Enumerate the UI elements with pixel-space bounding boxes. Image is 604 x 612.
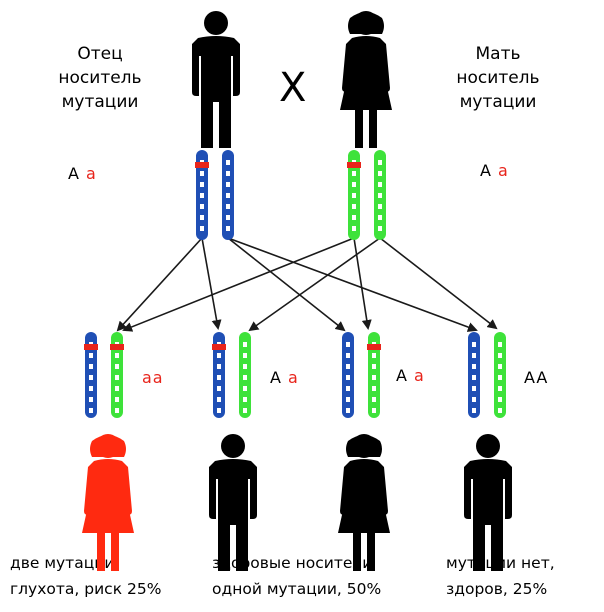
- caption-carriers: здоровые носители одной мутации, 50%: [212, 550, 381, 602]
- mother-label-line1: Мать: [475, 44, 521, 64]
- father-allele-recessive: a: [86, 164, 97, 183]
- mother-allele-dominant: A: [480, 161, 492, 180]
- child4-genotype: AA: [524, 368, 548, 387]
- arrow-mother-child1: [122, 237, 355, 332]
- caption-affected: две мутации, глухота, риск 25%: [10, 550, 161, 602]
- mother-label: Мать носитель мутации: [438, 42, 558, 114]
- child2-chromosome-maternal: [239, 332, 251, 418]
- father-allele-dominant: A: [68, 164, 80, 183]
- father-chromosome-1: [195, 150, 209, 240]
- father-label-line1: Отец: [77, 44, 123, 64]
- cross-symbol: X: [279, 65, 307, 111]
- arrow-father-child4: [227, 237, 478, 332]
- inheritance-arrows: [116, 237, 498, 332]
- mother-chromosome-1-mutation-band: [347, 162, 361, 168]
- mother-allele-recessive: a: [498, 161, 509, 180]
- child4-chromosome-maternal: [494, 332, 506, 418]
- arrow-mother-child3: [353, 237, 372, 330]
- child3-allele-dominant: A: [396, 366, 408, 385]
- child2-allele-dominant: A: [270, 368, 282, 387]
- mother-chromosome-2: [374, 150, 386, 240]
- child4-chromosome-paternal: [468, 332, 480, 418]
- child3-allele-recessive: a: [414, 366, 425, 385]
- arrow-father-child3: [227, 237, 346, 332]
- child3-chromosome-maternal: [367, 332, 381, 418]
- mother-genotype: A a: [480, 161, 509, 180]
- mother-label-line2: носитель: [456, 68, 540, 88]
- arrow-father-child1: [116, 237, 203, 332]
- caption-healthy-line2: здоров, 25%: [446, 580, 548, 598]
- child2-genotype: A a: [270, 368, 299, 387]
- child1-chromosome-maternal-mutation-band: [110, 344, 124, 350]
- child4-figure: [464, 434, 512, 571]
- child3-chromosome-paternal: [342, 332, 354, 418]
- arrow-mother-child4: [379, 237, 498, 330]
- mother-chromosome-1: [347, 150, 361, 240]
- caption-carriers-line1: здоровые носители: [212, 554, 373, 572]
- child1-chromosome-paternal-mutation-band: [84, 344, 98, 350]
- arrow-father-child2: [201, 237, 222, 330]
- caption-affected-line2: глухота, риск 25%: [10, 580, 162, 598]
- mother-figure: [340, 11, 392, 148]
- child3-figure: [338, 434, 390, 571]
- father-figure: [192, 11, 240, 148]
- father-label-line3: мутации: [61, 92, 139, 112]
- child3-chromosome-maternal-mutation-band: [367, 344, 381, 350]
- child1-chromosome-maternal: [110, 332, 124, 418]
- child2-chromosome-paternal-mutation-band: [212, 344, 226, 350]
- father-label-line2: носитель: [58, 68, 142, 88]
- child1-genotype: aa: [142, 368, 164, 387]
- child1-chromosome-paternal: [84, 332, 98, 418]
- child4-allele-dominant: AA: [524, 368, 549, 387]
- child2-chromosome-paternal: [212, 332, 226, 418]
- father-chromosome-2: [222, 150, 234, 240]
- child2-allele-recessive: a: [288, 368, 299, 387]
- mother-label-line3: мутации: [459, 92, 537, 112]
- father-label: Отец носитель мутации: [40, 42, 160, 114]
- child2-figure: [209, 434, 257, 571]
- chromosomes: [84, 150, 506, 418]
- father-genotype: A a: [68, 164, 97, 183]
- father-chromosome-1-mutation-band: [195, 162, 209, 168]
- child1-allele-recessive: aa: [142, 368, 164, 387]
- child3-genotype: A a: [396, 366, 425, 385]
- caption-carriers-line2: одной мутации, 50%: [212, 580, 382, 598]
- child1-figure: [82, 434, 134, 571]
- arrow-mother-child2: [248, 237, 381, 332]
- caption-affected-line1: две мутации,: [10, 554, 120, 572]
